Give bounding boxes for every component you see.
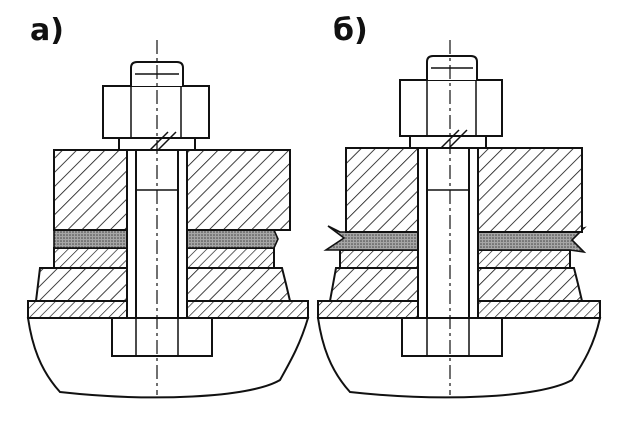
anchor-block bbox=[401, 317, 503, 357]
nut bbox=[102, 85, 210, 139]
nut bbox=[399, 79, 503, 137]
panel-b-joint bbox=[316, 40, 602, 399]
anchor-block bbox=[111, 317, 213, 357]
panel-a-label: а) bbox=[30, 13, 64, 48]
foundation-base bbox=[316, 317, 602, 399]
panel-a-joint bbox=[26, 40, 310, 399]
panel-b-label: б) bbox=[333, 13, 368, 48]
foundation-base bbox=[26, 317, 310, 399]
bolt-shank bbox=[426, 147, 470, 319]
